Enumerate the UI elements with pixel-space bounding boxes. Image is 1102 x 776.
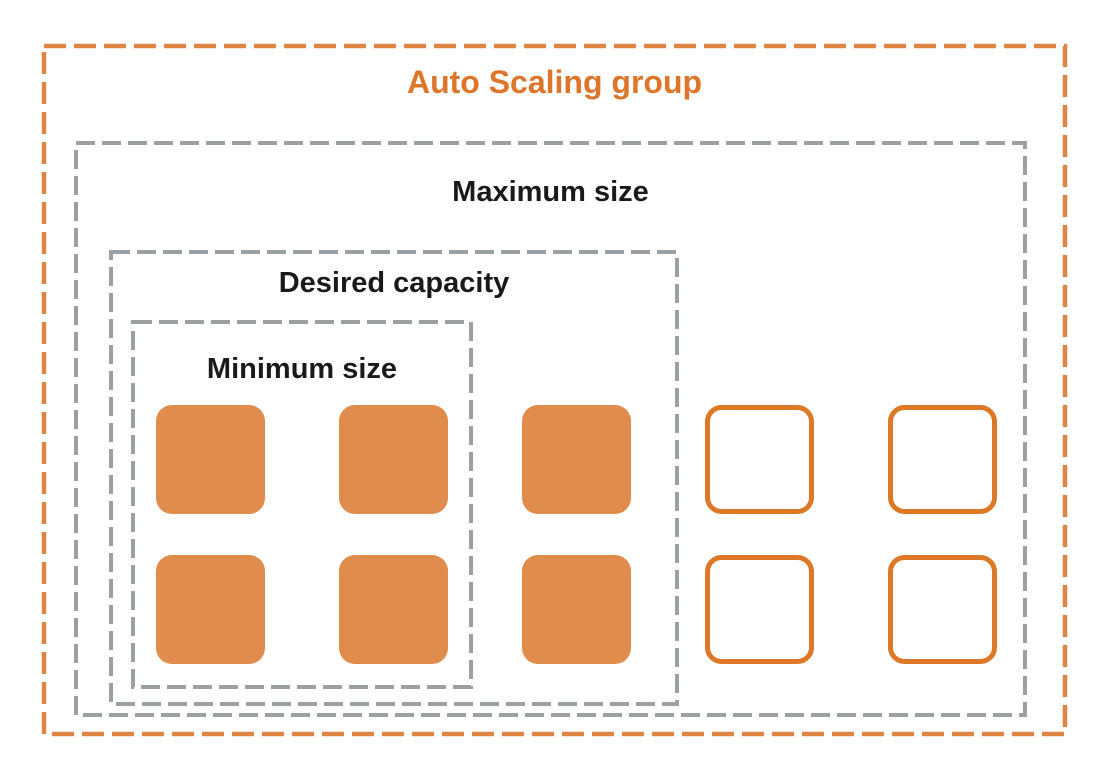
instance-running xyxy=(156,405,265,514)
instance-running xyxy=(339,405,448,514)
instance-running xyxy=(156,555,265,664)
instance-running xyxy=(339,555,448,664)
desired-capacity-boundary xyxy=(109,250,679,706)
instances-group xyxy=(156,405,997,664)
minimum-size-boundary xyxy=(131,320,473,689)
auto-scaling-group-boundary xyxy=(41,43,1068,737)
instance-slot xyxy=(888,405,997,514)
instance-slot xyxy=(705,405,814,514)
instance-slot xyxy=(705,555,814,664)
instance-running xyxy=(522,405,631,514)
maximum-size-boundary xyxy=(74,141,1027,717)
instance-slot xyxy=(888,555,997,664)
instance-running xyxy=(522,555,631,664)
